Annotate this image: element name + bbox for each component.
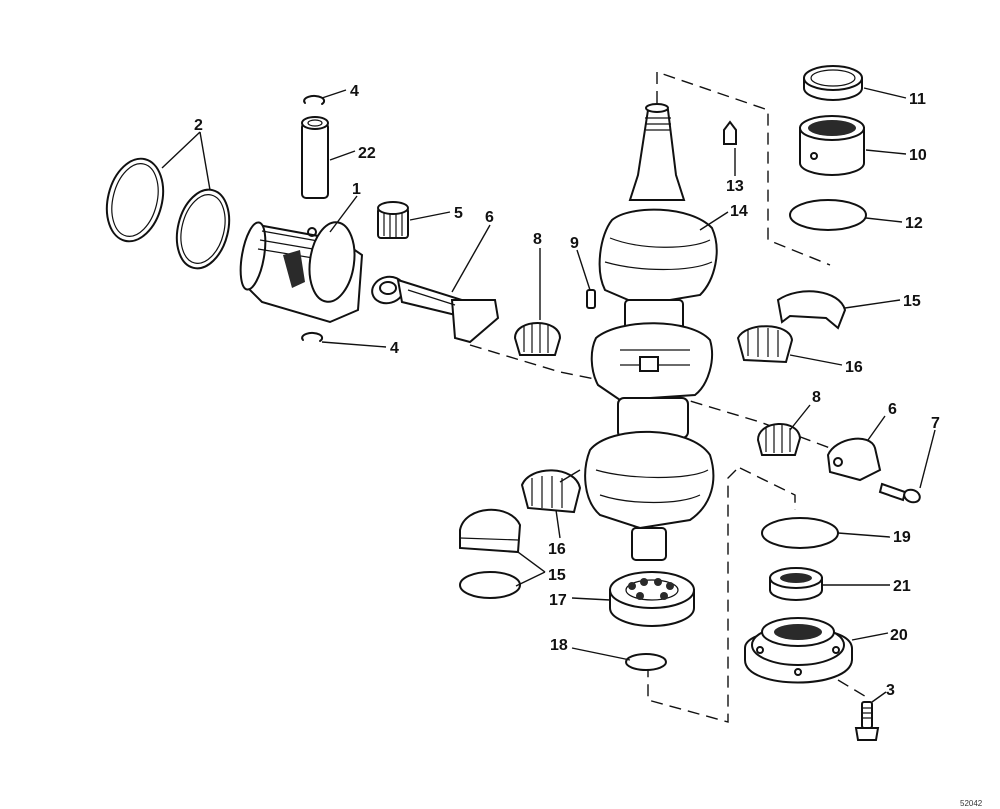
piston-pin-retainers <box>301 94 326 342</box>
callout-17: 17 <box>549 592 567 609</box>
rod-bearing-lower <box>756 423 802 456</box>
upper-seal-ring <box>803 65 863 101</box>
callout-labels: 1 2 3 4 4 5 6 6 7 8 8 9 10 11 12 13 14 1… <box>194 83 940 699</box>
callout-15-lower: 15 <box>548 567 566 584</box>
callout-4-upper: 4 <box>350 83 359 100</box>
piston <box>239 221 364 324</box>
callout-20: 20 <box>890 627 908 644</box>
callout-12: 12 <box>905 215 923 232</box>
crankshaft <box>584 103 718 561</box>
lower-o-ring <box>761 517 839 549</box>
upper-needle-bearing <box>799 115 865 176</box>
piston-pin <box>301 116 329 199</box>
connecting-rod <box>371 275 500 344</box>
callout-7: 7 <box>931 415 940 432</box>
callout-8-lower: 8 <box>812 389 821 406</box>
retaining-ring-lower <box>459 571 521 599</box>
center-bearing-upper <box>736 325 794 364</box>
callout-6-rod: 6 <box>485 209 494 226</box>
callout-13: 13 <box>726 178 744 195</box>
callout-3: 3 <box>886 682 895 699</box>
ball-bearing <box>609 571 695 627</box>
rod-bearing-upper <box>513 322 562 356</box>
bearing-sleeve-lower <box>459 508 522 554</box>
callout-5: 5 <box>454 205 463 222</box>
callout-21: 21 <box>893 578 911 595</box>
snap-ring <box>625 653 667 671</box>
lower-bearing-housing <box>744 617 853 684</box>
callout-1: 1 <box>352 181 361 198</box>
callout-6-cap: 6 <box>888 401 897 418</box>
rod-cap-bolt <box>878 482 921 504</box>
lower-seal <box>769 567 823 601</box>
callout-8-upper: 8 <box>533 231 542 248</box>
crankshaft-key <box>723 120 737 145</box>
callout-22: 22 <box>358 145 376 162</box>
callout-9: 9 <box>570 235 579 252</box>
callout-4-lower: 4 <box>390 340 399 357</box>
callout-16-upper: 16 <box>845 359 863 376</box>
upper-o-ring <box>789 199 867 231</box>
figure-number: 52042 <box>960 799 983 808</box>
callout-14: 14 <box>730 203 748 220</box>
bearing-sleeve-upper <box>776 290 847 330</box>
rod-cap <box>826 437 882 482</box>
center-bearing-lower <box>520 469 582 514</box>
wrist-pin-needle-bearing <box>377 201 409 239</box>
callout-18: 18 <box>550 637 568 654</box>
leader-lines <box>161 87 936 703</box>
callout-19: 19 <box>893 529 911 546</box>
piston-rings <box>105 157 231 270</box>
callout-16-lower: 16 <box>548 541 566 558</box>
callout-11: 11 <box>909 91 926 108</box>
dowel-pin <box>586 289 596 309</box>
callout-10: 10 <box>909 147 927 164</box>
callout-2: 2 <box>194 117 203 134</box>
housing-screw <box>854 701 880 741</box>
callout-15-upper: 15 <box>903 293 921 310</box>
